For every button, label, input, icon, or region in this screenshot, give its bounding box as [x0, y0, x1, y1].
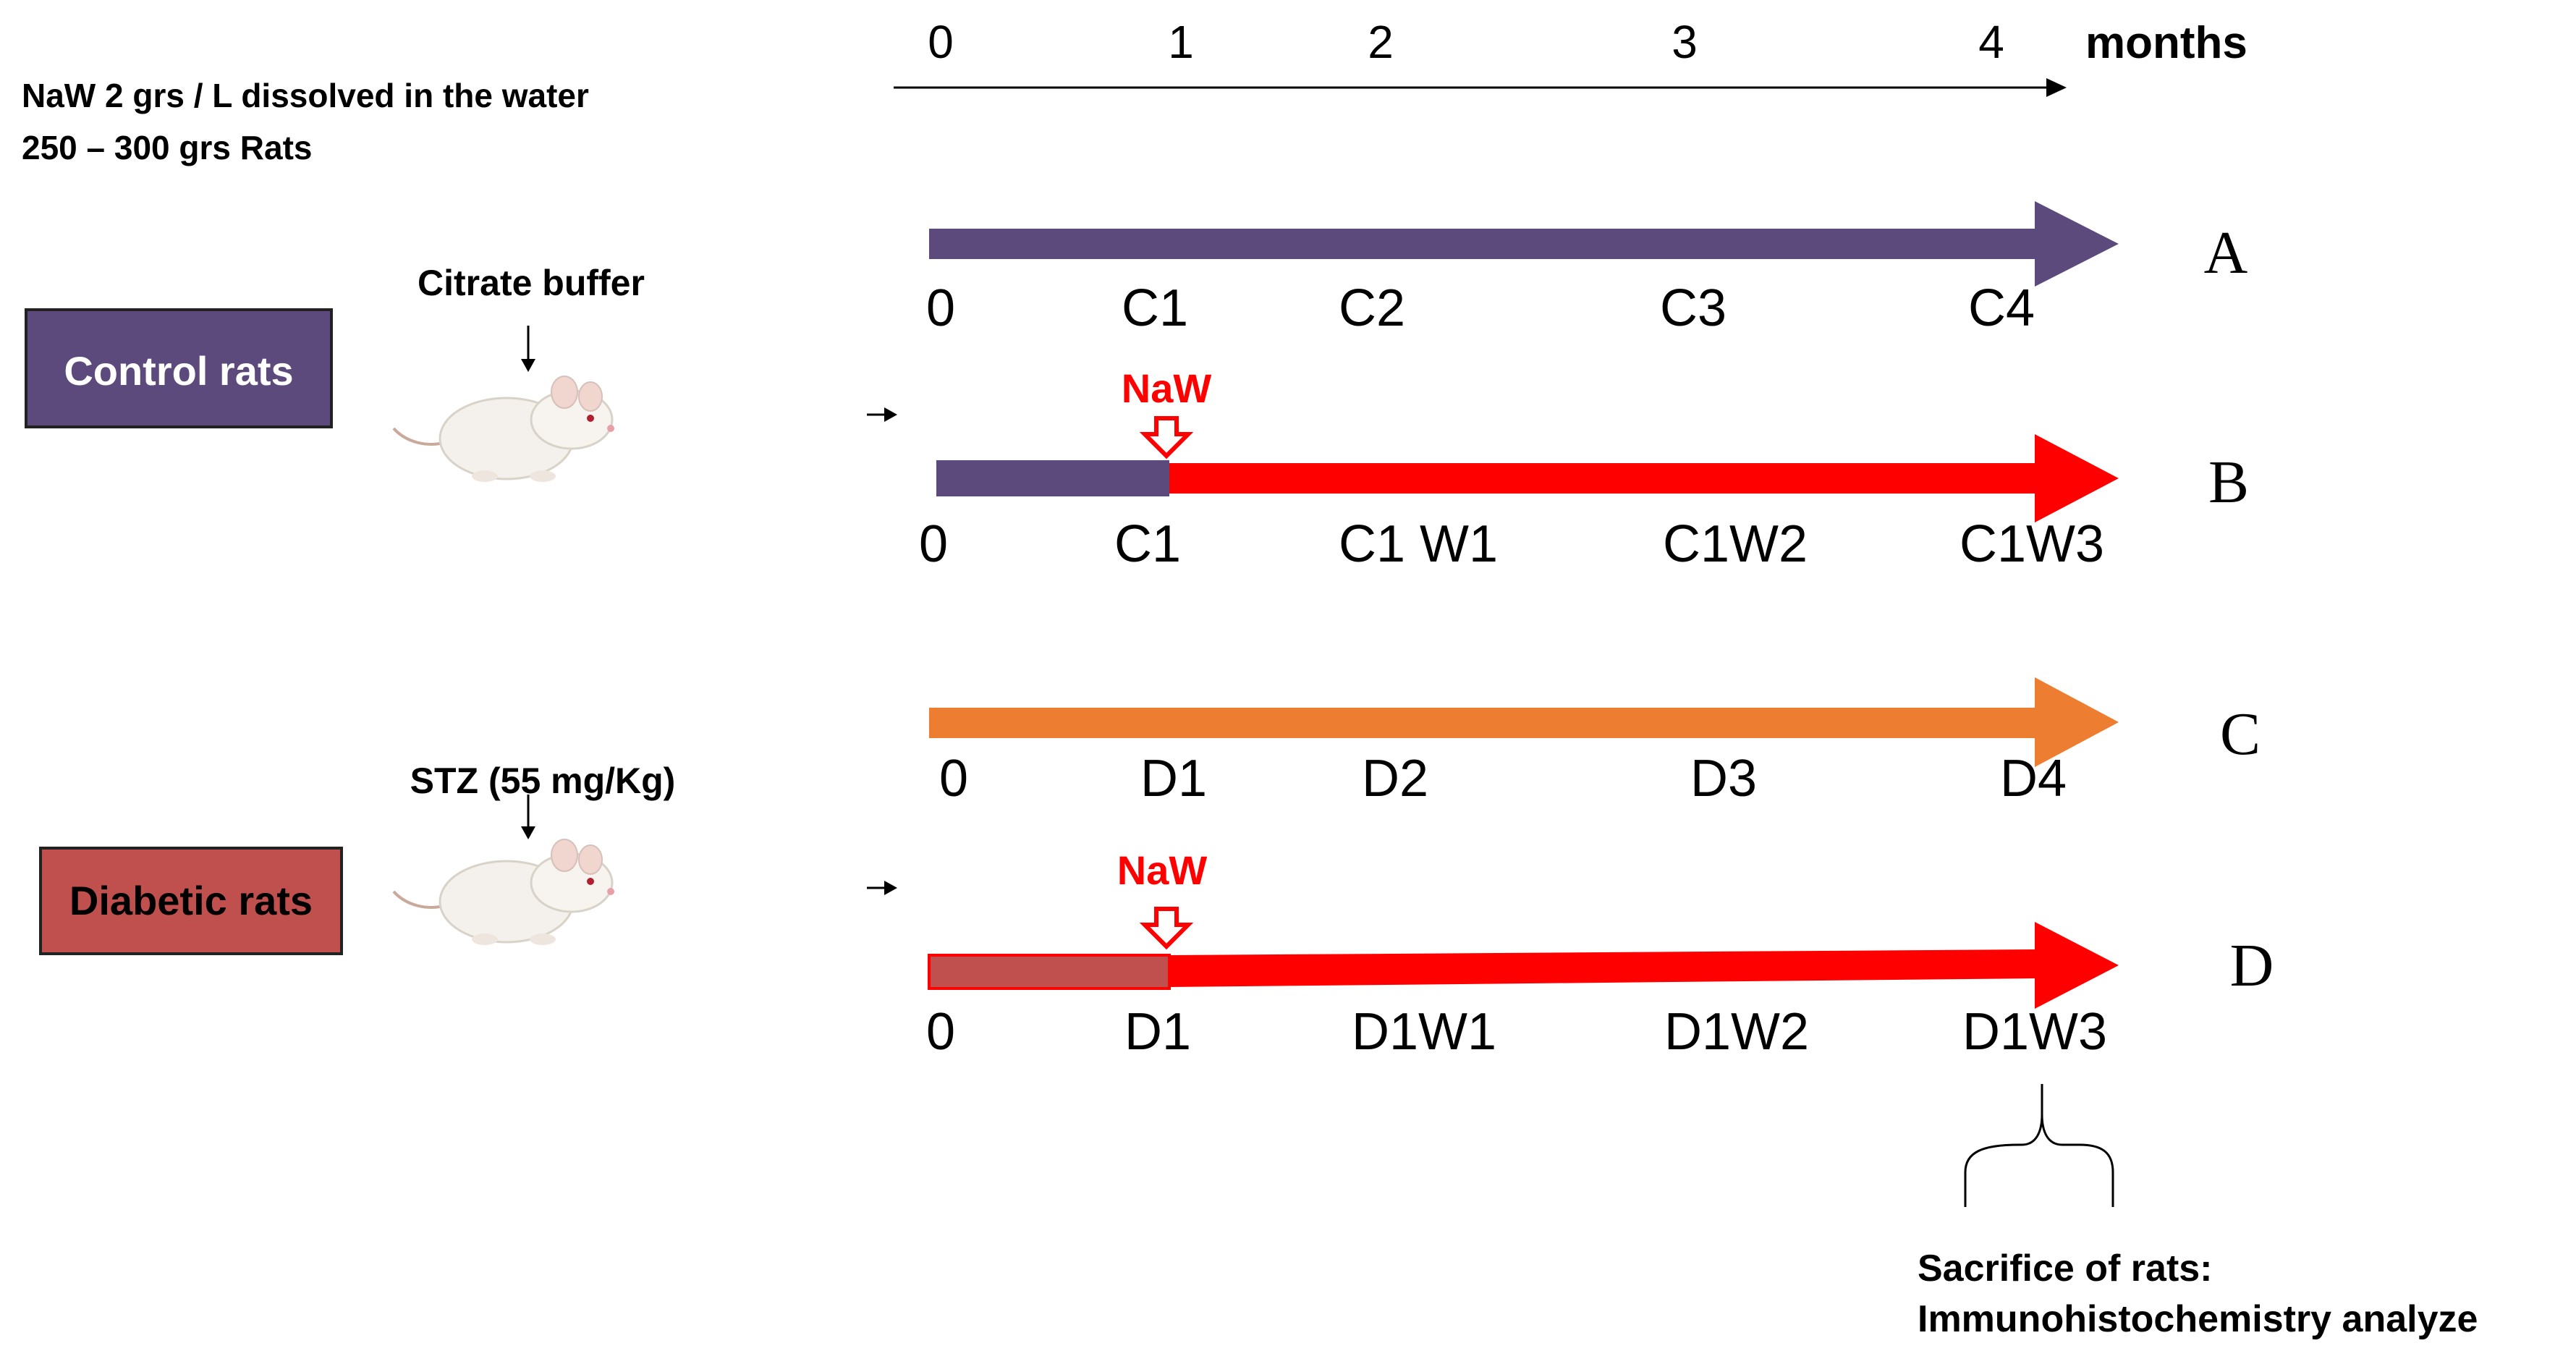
row-a-arrow-shaft	[929, 229, 2036, 259]
row-a-point-3: C3	[1660, 279, 1726, 337]
row-c-point-2: D2	[1362, 750, 1428, 808]
month-tick-2: 2	[1368, 16, 1394, 68]
row-d-point-4: D1W3	[1962, 1003, 2107, 1061]
row-d-point-0: 0	[926, 1003, 955, 1061]
row-b-arrow-head	[2035, 434, 2119, 522]
row-b-point-0: 0	[919, 515, 948, 573]
row-c-point-4: D4	[2000, 750, 2067, 808]
row-b-point-1: C1	[1114, 515, 1181, 573]
row-d-post-segment	[1169, 949, 2038, 987]
row-a-point-0: 0	[926, 279, 955, 337]
row-d-point-1: D1	[1124, 1003, 1191, 1061]
row-c-letter: C	[2220, 700, 2261, 768]
row-b-naw-label: NaW	[1122, 365, 1212, 411]
control-rat-icon	[392, 376, 614, 482]
row-a-letter: A	[2204, 219, 2248, 287]
row-c-point-1: D1	[1140, 750, 1207, 808]
row-b-point-2: C1 W1	[1339, 515, 1498, 573]
dose-info: NaW 2 grs / L dissolved in the water	[22, 77, 589, 114]
citrate-buffer-pointer-head	[521, 359, 535, 372]
row-b-naw-marker-icon	[1139, 416, 1194, 460]
row-b-letter: B	[2208, 449, 2249, 516]
row-c-point-0: 0	[939, 750, 968, 808]
control-group: Control rats Citrate buffer	[25, 263, 897, 482]
row-a-point-4: C4	[1968, 279, 2035, 337]
row-b-point-4: C1W3	[1959, 515, 2104, 573]
row-c-arrow-head	[2035, 677, 2119, 767]
diabetic-group: Diabetic rats STZ (55 mg/Kg)	[39, 761, 897, 955]
row-d-point-3: D1W2	[1664, 1003, 1809, 1061]
row-b-point-3: C1W2	[1663, 515, 1808, 573]
row-d-arrow-head	[2035, 922, 2119, 1009]
month-tick-0: 0	[928, 16, 954, 68]
sacrifice-line-2: Immunohistochemistry analyze	[1918, 1298, 2478, 1340]
months-axis: 0 1 2 3 4 months	[894, 16, 2247, 97]
month-tick-1: 1	[1168, 16, 1194, 68]
diabetic-rats-box	[39, 847, 343, 955]
row-d-point-2: D1W1	[1352, 1003, 1496, 1061]
row-d-naw-marker-icon	[1139, 907, 1194, 950]
control-rats-box	[25, 308, 333, 428]
row-c-point-3: D3	[1690, 750, 1757, 808]
row-b: NaW B 0 C1 C1 W1 C1W2 C1W3	[919, 365, 2249, 573]
control-branch-arrow-head	[884, 407, 897, 422]
row-d: NaW D 0 D1 D1W1 D1W2 D1W3	[926, 847, 2274, 1061]
control-rats-label: Control rats	[64, 348, 293, 394]
row-a-point-1: C1	[1122, 279, 1188, 337]
month-tick-4: 4	[1978, 16, 2004, 68]
sacrifice-line-1: Sacrifice of rats:	[1918, 1248, 2213, 1290]
row-a: A 0 C1 C2 C3 C4	[926, 201, 2248, 337]
row-b-pre-segment	[936, 460, 1169, 496]
row-c-arrow-shaft	[929, 708, 2036, 738]
row-d-pre-segment	[928, 954, 1171, 990]
month-tick-3: 3	[1672, 16, 1698, 68]
row-a-arrow-head	[2035, 201, 2119, 287]
months-axis-arrowhead	[2046, 78, 2067, 97]
rat-weight-info: 250 – 300 grs Rats	[22, 129, 313, 166]
row-c: C 0 D1 D2 D3 D4	[929, 677, 2261, 808]
diabetic-rats-label: Diabetic rats	[69, 878, 313, 923]
sacrifice-brace	[1964, 1084, 2114, 1207]
row-a-point-2: C2	[1339, 279, 1405, 337]
diabetic-branch-arrow-head	[884, 881, 897, 895]
diabetic-rat-icon	[392, 839, 614, 945]
stz-label: STZ (55 mg/Kg)	[410, 761, 676, 801]
citrate-buffer-label: Citrate buffer	[418, 263, 645, 303]
stz-pointer-head	[521, 826, 535, 839]
months-unit-label: months	[2085, 18, 2247, 68]
row-d-letter: D	[2230, 932, 2274, 999]
row-d-naw-label: NaW	[1117, 847, 1208, 893]
row-b-post-segment	[1169, 463, 2038, 494]
